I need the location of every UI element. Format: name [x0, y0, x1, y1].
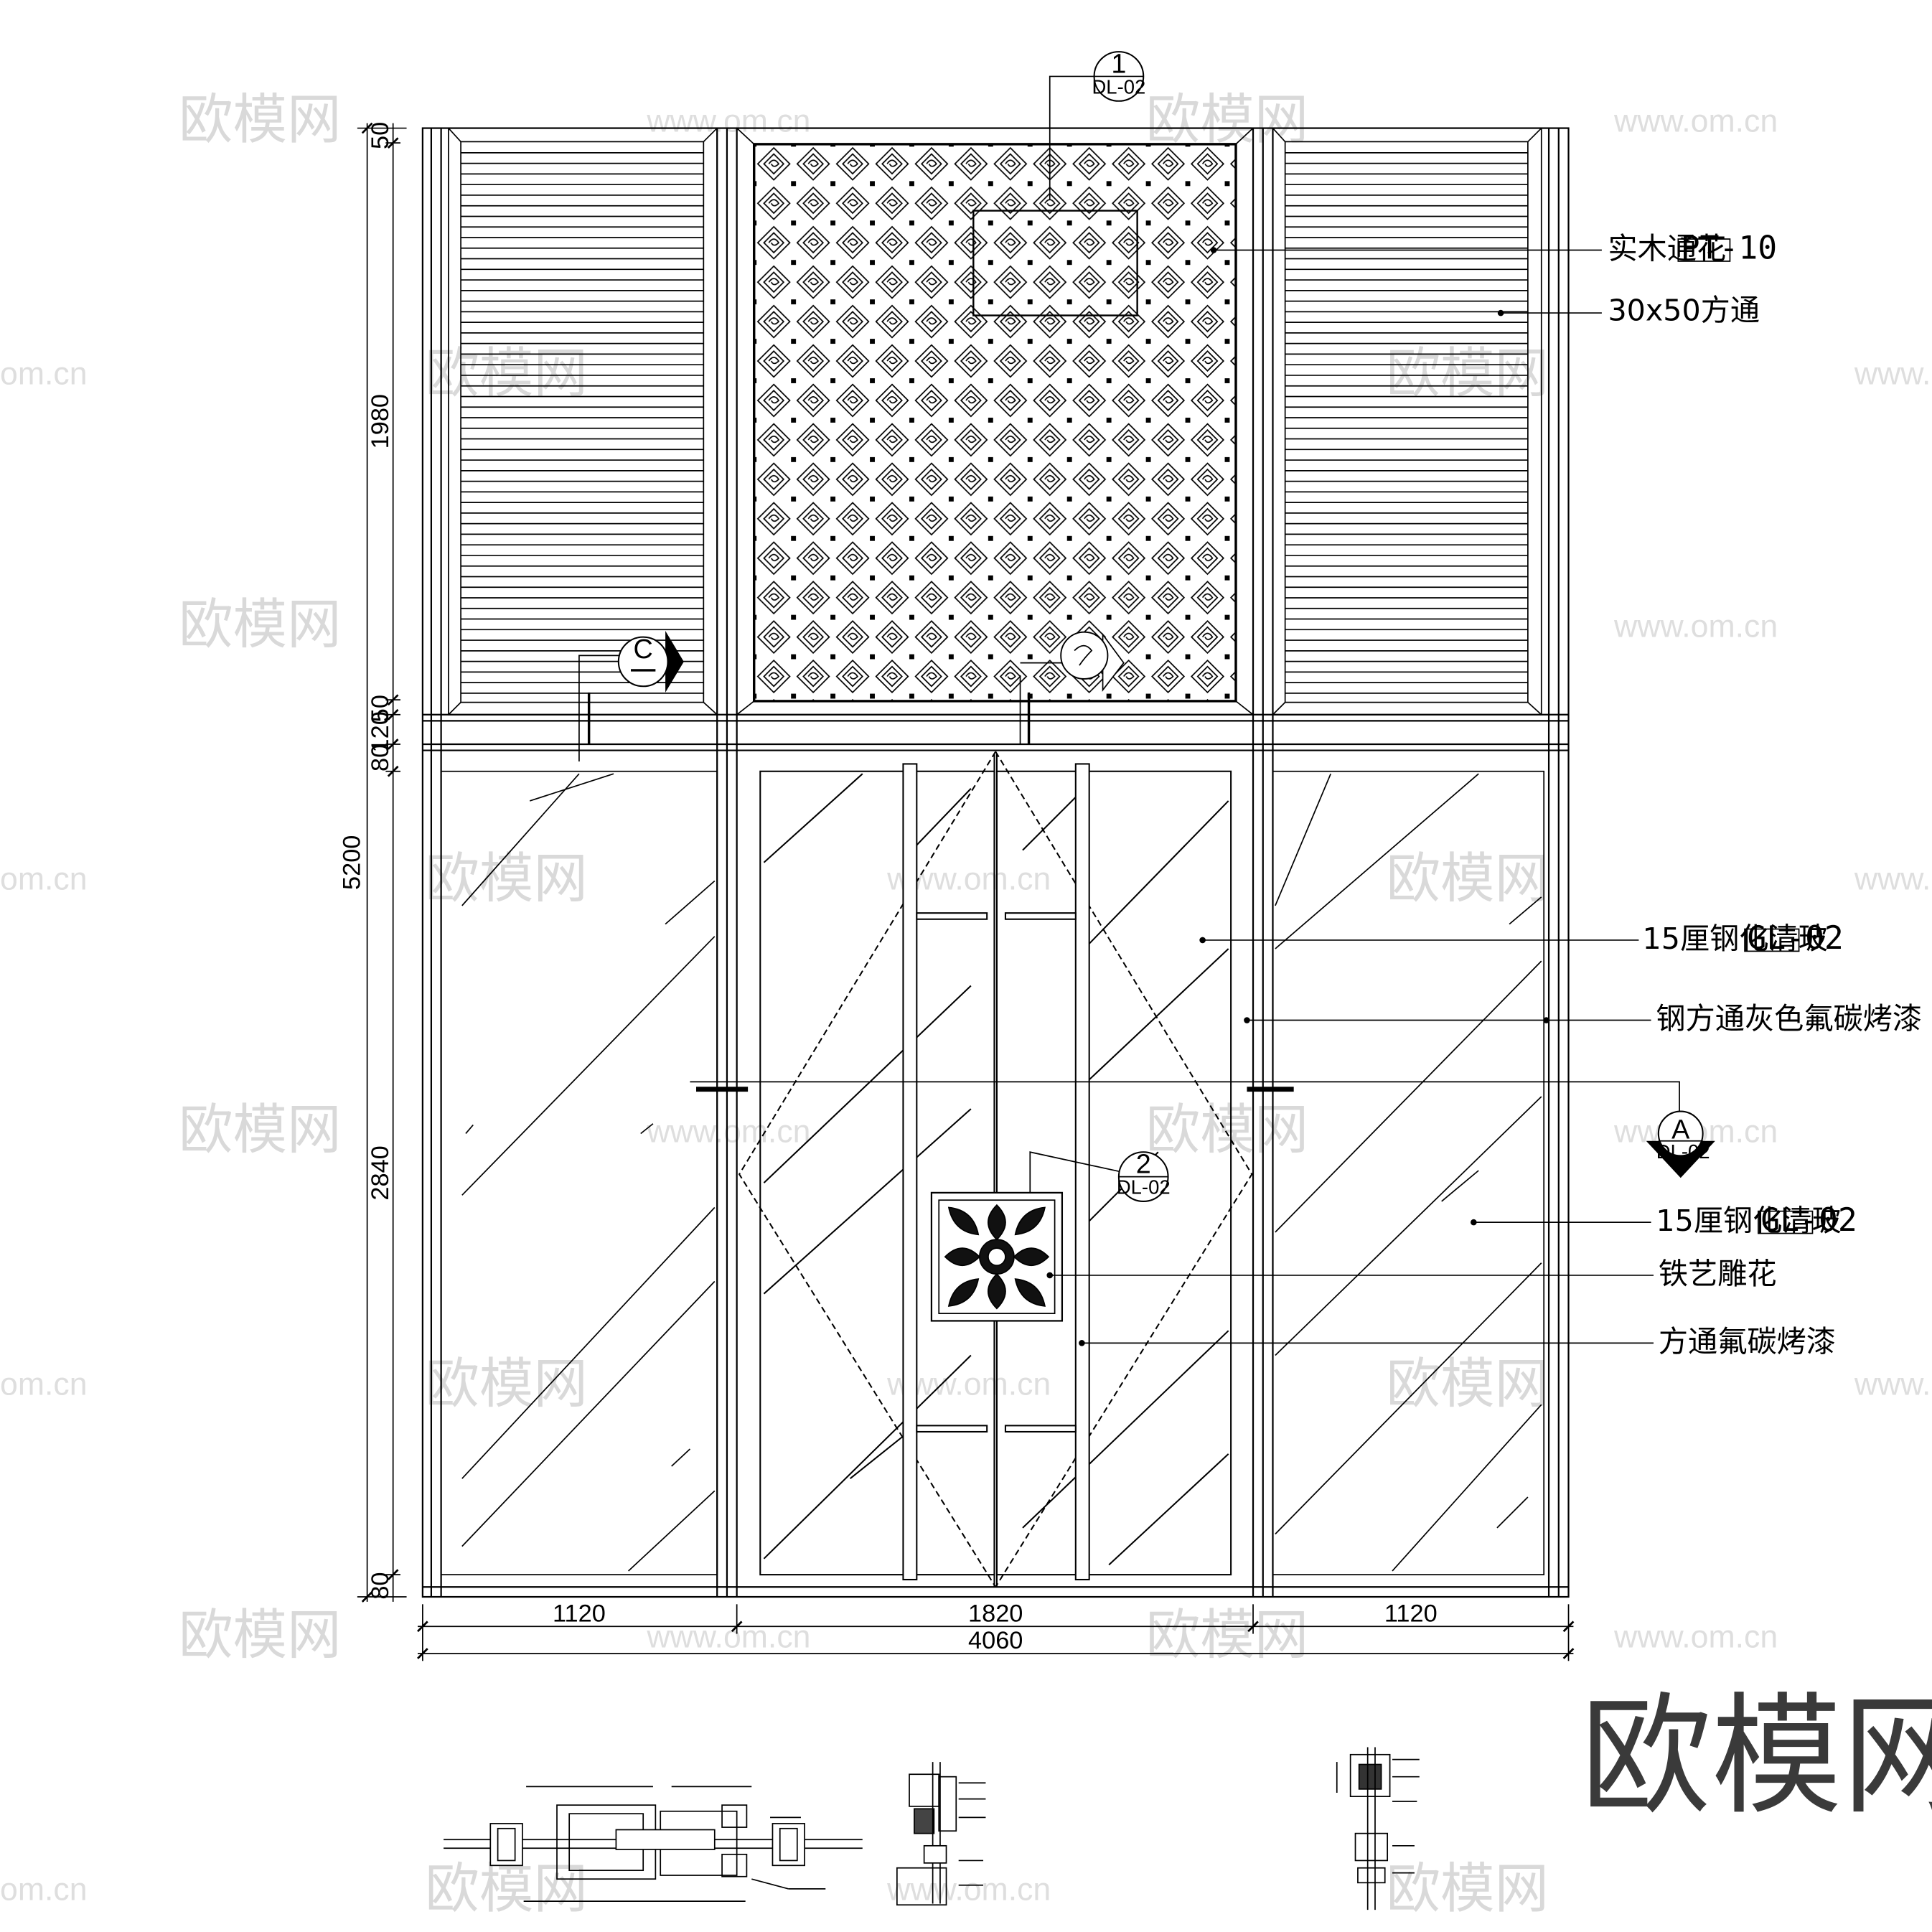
- watermark-brand: 欧模网: [1386, 1857, 1549, 1921]
- dim-top-rail: 50: [367, 122, 394, 149]
- dimension-labels: 50 1980 50 120 80 2840 80 5200 1120 1820…: [338, 122, 1437, 1654]
- annotation-text: 方通氟碳烤漆: [1659, 1324, 1836, 1359]
- section-letter: C: [634, 634, 653, 665]
- brand-logo: 欧模网: [1581, 1680, 1932, 1832]
- watermark-url: om.cn: [0, 1366, 88, 1402]
- watermark-url: www.om.cn: [646, 1619, 810, 1654]
- detail-callout-2: 2 DL-02: [1029, 1149, 1171, 1202]
- watermark-brand: 欧模网: [179, 1603, 342, 1666]
- watermark-brand: 欧模网: [425, 342, 588, 405]
- watermark-url: www.om.cn: [646, 1115, 810, 1150]
- section-sheet: DL-02: [1656, 1140, 1710, 1163]
- annotation-code: GL-02: [1760, 1201, 1857, 1239]
- dim-overall-height: 5200: [338, 835, 365, 890]
- dim-bottom-rail: 80: [367, 1572, 394, 1599]
- watermark-url: www.om.cn: [1854, 862, 1932, 897]
- glass-panel-right: [1272, 770, 1545, 1575]
- ironwork-ornament: [930, 1191, 1064, 1322]
- watermark-brand: 欧模网: [1146, 1603, 1309, 1666]
- plan-detail-sketch: [444, 1786, 863, 1902]
- watermark-url: www.om.cn: [1854, 1366, 1932, 1402]
- section-detail-sketch-1: [896, 1762, 986, 1906]
- glass-panel-left: [440, 770, 718, 1575]
- watermark-brand: 欧模网: [179, 88, 342, 151]
- watermark-url: www.om.cn: [1613, 104, 1778, 139]
- dim-center-bay: 1820: [968, 1600, 1023, 1627]
- annotation-square-tube: 30x50方通: [1497, 293, 1760, 327]
- watermark-url: www.om.cn: [1613, 1619, 1778, 1654]
- lattice-panel: [736, 127, 1254, 716]
- section-marker-c: C: [578, 631, 684, 762]
- watermark-brand: 欧模网: [1386, 847, 1549, 910]
- callout-number: 2: [1136, 1149, 1151, 1179]
- section-marker-c2: [1019, 631, 1125, 745]
- watermark-url: om.cn: [0, 357, 88, 392]
- annotation-text: 30x50方通: [1608, 293, 1760, 327]
- callout-number: 1: [1111, 49, 1126, 79]
- watermark-url: www.om.cn: [1613, 609, 1778, 644]
- watermark-url: www.om.cn: [646, 104, 810, 139]
- watermark-url: www.om.cn: [1854, 357, 1932, 392]
- annotation-ironwork: 铁艺雕花: [1046, 1257, 1777, 1291]
- annotation-text: 钢方通灰色氟碳烤漆: [1656, 1002, 1922, 1036]
- dimension-ticks: [361, 122, 1575, 1659]
- annotation-solid-wood-lattice: 实木通花 PT-10: [1210, 230, 1777, 267]
- annotation-code: PT-10: [1681, 230, 1777, 267]
- annotation-text: 15厘钢化清玻: [1643, 922, 1828, 956]
- watermark-url: om.cn: [0, 1872, 88, 1907]
- dim-transom-bottom: 80: [367, 744, 394, 772]
- dim-transom-top: 50: [367, 695, 394, 722]
- watermark-brand: 欧模网: [1386, 342, 1549, 405]
- louvre-panel-left: [448, 127, 718, 716]
- watermark-brand: 欧模网: [179, 593, 342, 656]
- dim-right-bay: 1120: [1384, 1600, 1438, 1627]
- callout-sheet: DL-02: [1092, 75, 1145, 98]
- annotation-code: GL-02: [1747, 919, 1843, 957]
- dim-lower-panel: 2840: [367, 1145, 394, 1200]
- watermark-url: www.om.cn: [886, 1872, 1051, 1907]
- detail-callout-1: 1 DL-02: [1049, 49, 1145, 200]
- watermark-brand: 欧模网: [1386, 1352, 1549, 1415]
- dimension-lines: [357, 123, 1574, 1661]
- door-handle-left: [902, 763, 988, 1581]
- dim-upper-panel: 1980: [367, 394, 394, 449]
- annotation-tempered-glass-lower: 15厘钢化清玻 GL-02: [1471, 1201, 1857, 1239]
- annotation-text: 铁艺雕花: [1659, 1257, 1777, 1291]
- watermark-brand: 欧模网: [425, 1352, 588, 1415]
- watermark-brand: 欧模网: [179, 1098, 342, 1161]
- section-letter: A: [1671, 1115, 1690, 1145]
- annotation-tube-paint: 方通氟碳烤漆: [1079, 1324, 1836, 1359]
- door-handle-right: [1004, 763, 1090, 1581]
- dim-transom: 120: [367, 711, 394, 752]
- watermark-brand: 欧模网: [1146, 1098, 1309, 1161]
- dim-left-bay: 1120: [553, 1600, 606, 1627]
- annotation-text: 实木通花: [1608, 232, 1726, 266]
- watermark-brand: 欧模网: [425, 847, 588, 910]
- louvre-panel-right: [1272, 127, 1542, 716]
- dim-overall-width: 4060: [968, 1627, 1023, 1654]
- annotation-tempered-glass-upper: 15厘钢化清玻 GL-02: [1199, 919, 1844, 957]
- section-marker-a: A DL-02: [690, 1081, 1715, 1178]
- section-detail-sketch-2: [1336, 1747, 1420, 1910]
- watermark-url: om.cn: [0, 862, 88, 897]
- annotation-steel-tube-paint: 钢方通灰色氟碳烤漆: [1244, 1002, 1922, 1036]
- callout-sheet: DL-02: [1117, 1176, 1171, 1199]
- watermark-layer: 欧模网 欧模网 www.om.cn www.om.cn 欧模网 欧模网 om.c…: [0, 88, 1932, 1920]
- annotation-text: 15厘钢化清玻: [1656, 1204, 1841, 1238]
- watermark-brand: 欧模网: [425, 1857, 588, 1921]
- watermark-brand: 欧模网: [1146, 88, 1309, 151]
